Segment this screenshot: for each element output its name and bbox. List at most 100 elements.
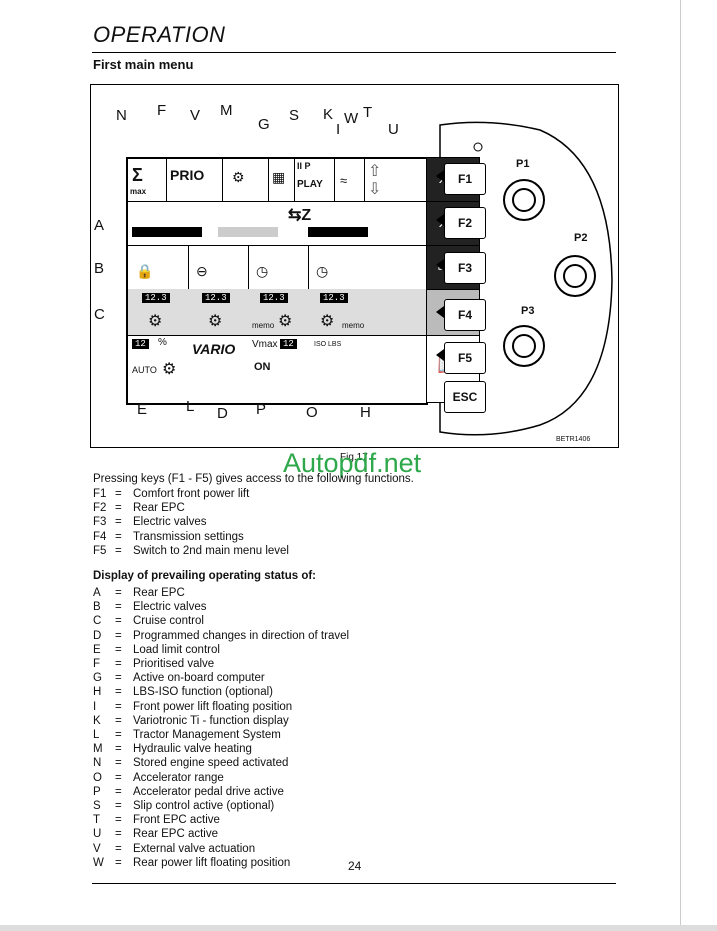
item-text: Prioritised valve	[133, 658, 215, 671]
item-text: Programmed changes in direction of trave…	[133, 629, 350, 642]
item-eq: =	[115, 488, 122, 500]
gear-icon: ⚙	[208, 313, 223, 330]
item-key: U	[93, 828, 102, 841]
watermark: Autopdf.net	[283, 448, 422, 478]
item-text: Rear EPC	[133, 502, 185, 515]
control-panel-outline	[439, 121, 613, 436]
f4-key[interactable]: F4	[444, 299, 486, 331]
callout-t: T	[363, 104, 373, 121]
epc-bar-3	[308, 227, 368, 237]
f2-key[interactable]: F2	[444, 207, 486, 239]
key-arrow	[436, 349, 444, 361]
lcd-screen: Σ max PRIO ⚙ ▦ II P PLAY ≈ ⇧ ⇩ ⇆Z 🔒 ⊖	[126, 157, 428, 405]
list-item: K=Variotronic Ti - function display	[93, 714, 349, 728]
header-rule	[92, 52, 616, 53]
esc-key[interactable]: ESC	[444, 381, 486, 413]
gear-icon: ⚙	[320, 313, 335, 330]
item-key: S	[93, 800, 101, 813]
item-text: Stored engine speed activated	[133, 757, 289, 770]
p1-label: P1	[516, 158, 530, 170]
page-number: 24	[348, 859, 362, 873]
direction-icon: ⇆Z	[288, 207, 312, 224]
p2-knob[interactable]	[554, 255, 596, 297]
footer-rule	[92, 883, 616, 884]
item-text: Variotronic Ti - function display	[133, 714, 289, 727]
p1-knob[interactable]	[503, 179, 545, 221]
item-eq: =	[115, 814, 122, 827]
callout-i: I	[336, 121, 341, 138]
vmax-label: Vmax	[252, 339, 278, 350]
item-eq: =	[115, 530, 122, 543]
function-list: F1=Comfort front power lift F2=Rear EPC …	[93, 487, 289, 558]
display-heading: Display of prevailing operating status o…	[93, 570, 317, 582]
item-key: A	[93, 587, 101, 599]
figure-code: BETR1406	[556, 436, 591, 443]
item-eq: =	[115, 601, 122, 614]
lcd-row-valves: 🔒 ⊖ ◷ ◷	[128, 245, 426, 290]
lcd-cell-k: II P PLAY	[294, 159, 335, 201]
callout-m: M	[220, 102, 233, 119]
callout-n: N	[116, 107, 127, 124]
item-text: Front EPC active	[133, 814, 220, 827]
clock-icon: ◷	[256, 263, 269, 279]
item-eq: =	[115, 587, 122, 599]
bottom-edge	[0, 925, 717, 931]
list-item: F5=Switch to 2nd main menu level	[93, 544, 289, 558]
callout-d: D	[217, 405, 228, 422]
callout-c: C	[94, 306, 105, 323]
list-item: A=Rear EPC	[93, 586, 349, 600]
arrow-down-icon: ⇩	[368, 181, 382, 198]
f3-key[interactable]: F3	[444, 252, 486, 284]
callout-l: L	[186, 398, 195, 415]
item-eq: =	[115, 743, 122, 756]
computer-icon: ▦	[272, 169, 286, 185]
item-key: K	[93, 714, 101, 727]
f5-key[interactable]: F5	[444, 342, 486, 374]
item-eq: =	[115, 686, 122, 699]
p3-knob[interactable]	[503, 325, 545, 367]
item-key: F	[93, 658, 101, 671]
lcd-row-status: Σ max PRIO ⚙ ▦ II P PLAY ≈ ⇧ ⇩	[128, 159, 426, 202]
item-text: Switch to 2nd main menu level	[133, 544, 289, 557]
item-key: F1	[93, 488, 107, 500]
gear-icon: ⚙	[162, 361, 177, 378]
item-text: Front power lift floating position	[133, 700, 293, 713]
callout-k: K	[323, 106, 334, 123]
page-title: OPERATION	[93, 22, 226, 47]
item-key: P	[93, 785, 101, 798]
callout-u: U	[388, 121, 399, 138]
engine-speed-icon: Σ	[132, 165, 143, 185]
callout-p: P	[256, 401, 267, 418]
item-key: V	[93, 842, 101, 855]
list-item: E=Load limit control	[93, 643, 349, 657]
valve-heating-icon: ⚙	[232, 169, 245, 185]
intro-text: Pressing keys (F1 - F5) gives access to …	[93, 473, 414, 485]
list-item: M=Hydraulic valve heating	[93, 742, 349, 756]
gear-icon: ⚙	[278, 313, 293, 330]
item-text: Cruise control	[133, 615, 204, 628]
callout-o: O	[306, 404, 318, 421]
list-item: D=Programmed changes in direction of tra…	[93, 629, 349, 643]
item-text: Electric valves	[133, 601, 207, 614]
item-key: E	[93, 643, 101, 656]
max-label: max	[130, 187, 147, 196]
p2-label: P2	[574, 232, 588, 244]
memo-label-2: memo	[342, 321, 365, 330]
item-text: Transmission settings	[133, 530, 244, 543]
callout-b: B	[94, 260, 105, 277]
list-item: V=External valve actuation	[93, 842, 349, 856]
callout-f: F	[157, 102, 167, 119]
item-eq: =	[115, 615, 122, 628]
item-eq: =	[115, 700, 122, 713]
item-key: I	[93, 700, 97, 713]
item-eq: =	[115, 544, 122, 557]
item-eq: =	[115, 856, 122, 869]
item-text: Comfort front power lift	[133, 488, 250, 500]
lcd-row-cruise: 12.3 12.3 12.3 12.3 ⚙ ⚙ memo ⚙ ⚙ memo	[128, 289, 426, 336]
item-eq: =	[115, 502, 122, 515]
item-eq: =	[115, 729, 122, 742]
memo-label-1: memo	[252, 321, 275, 330]
f1-key[interactable]: F1	[444, 163, 486, 195]
right-edge	[680, 0, 681, 931]
